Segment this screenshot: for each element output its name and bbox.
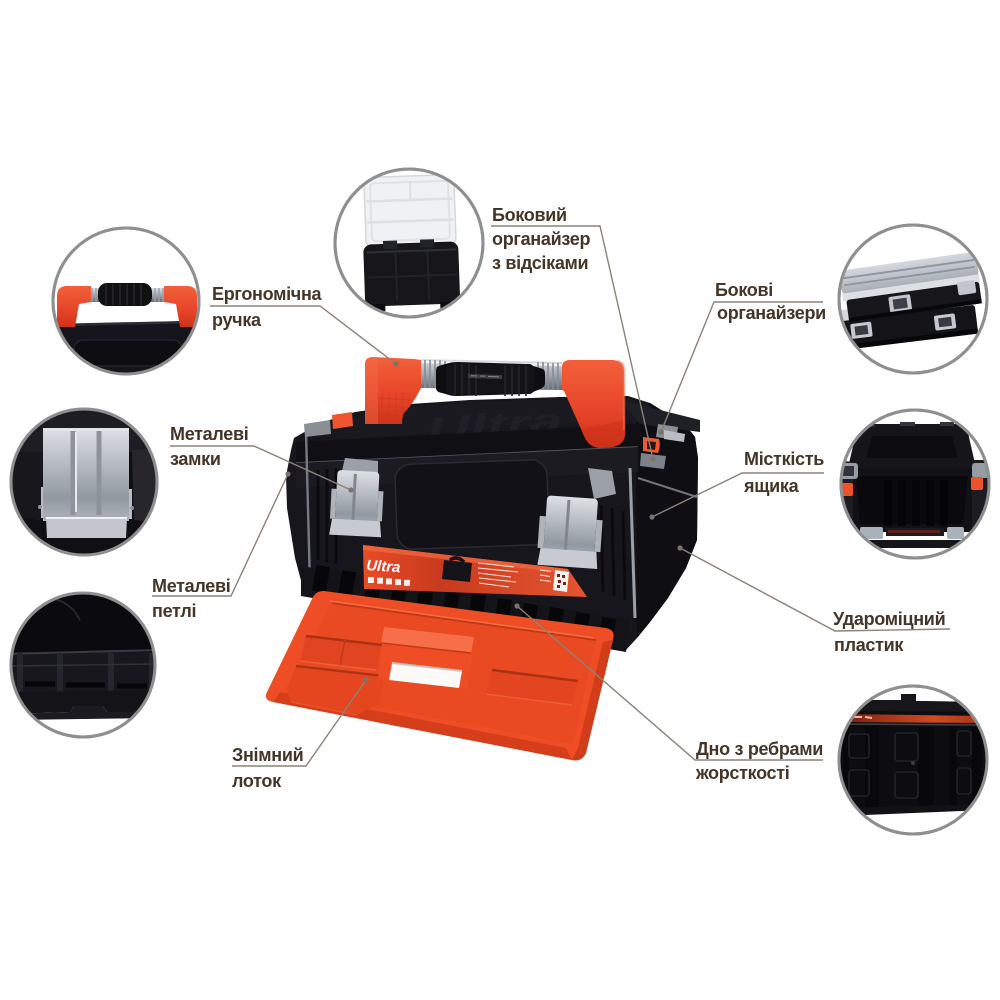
svg-text:Місткість: Місткість [744,449,824,469]
svg-text:Боковий: Боковий [492,205,567,225]
svg-text:ручка: ручка [212,310,262,330]
svg-text:органайзер: органайзер [492,229,590,249]
svg-text:ящика: ящика [743,476,800,496]
svg-text:Металеві: Металеві [170,424,248,444]
svg-text:Знімний: Знімний [232,745,303,765]
svg-text:з відсіками: з відсіками [492,253,588,273]
svg-text:Бокові: Бокові [715,280,773,300]
svg-text:пластик: пластик [834,635,904,655]
svg-text:Ultra: Ultra [366,557,401,576]
svg-text:замки: замки [170,449,221,469]
svg-text:лоток: лоток [232,771,282,791]
svg-text:Удароміцний: Удароміцний [833,609,945,629]
svg-text:органайзери: органайзери [717,303,826,323]
svg-text:жорсткості: жорсткості [695,763,790,783]
svg-text:петлі: петлі [152,601,196,621]
svg-text:Дно з ребрами: Дно з ребрами [696,739,823,759]
svg-text:Ергономічна: Ергономічна [212,284,323,304]
svg-text:Металеві: Металеві [152,576,230,596]
